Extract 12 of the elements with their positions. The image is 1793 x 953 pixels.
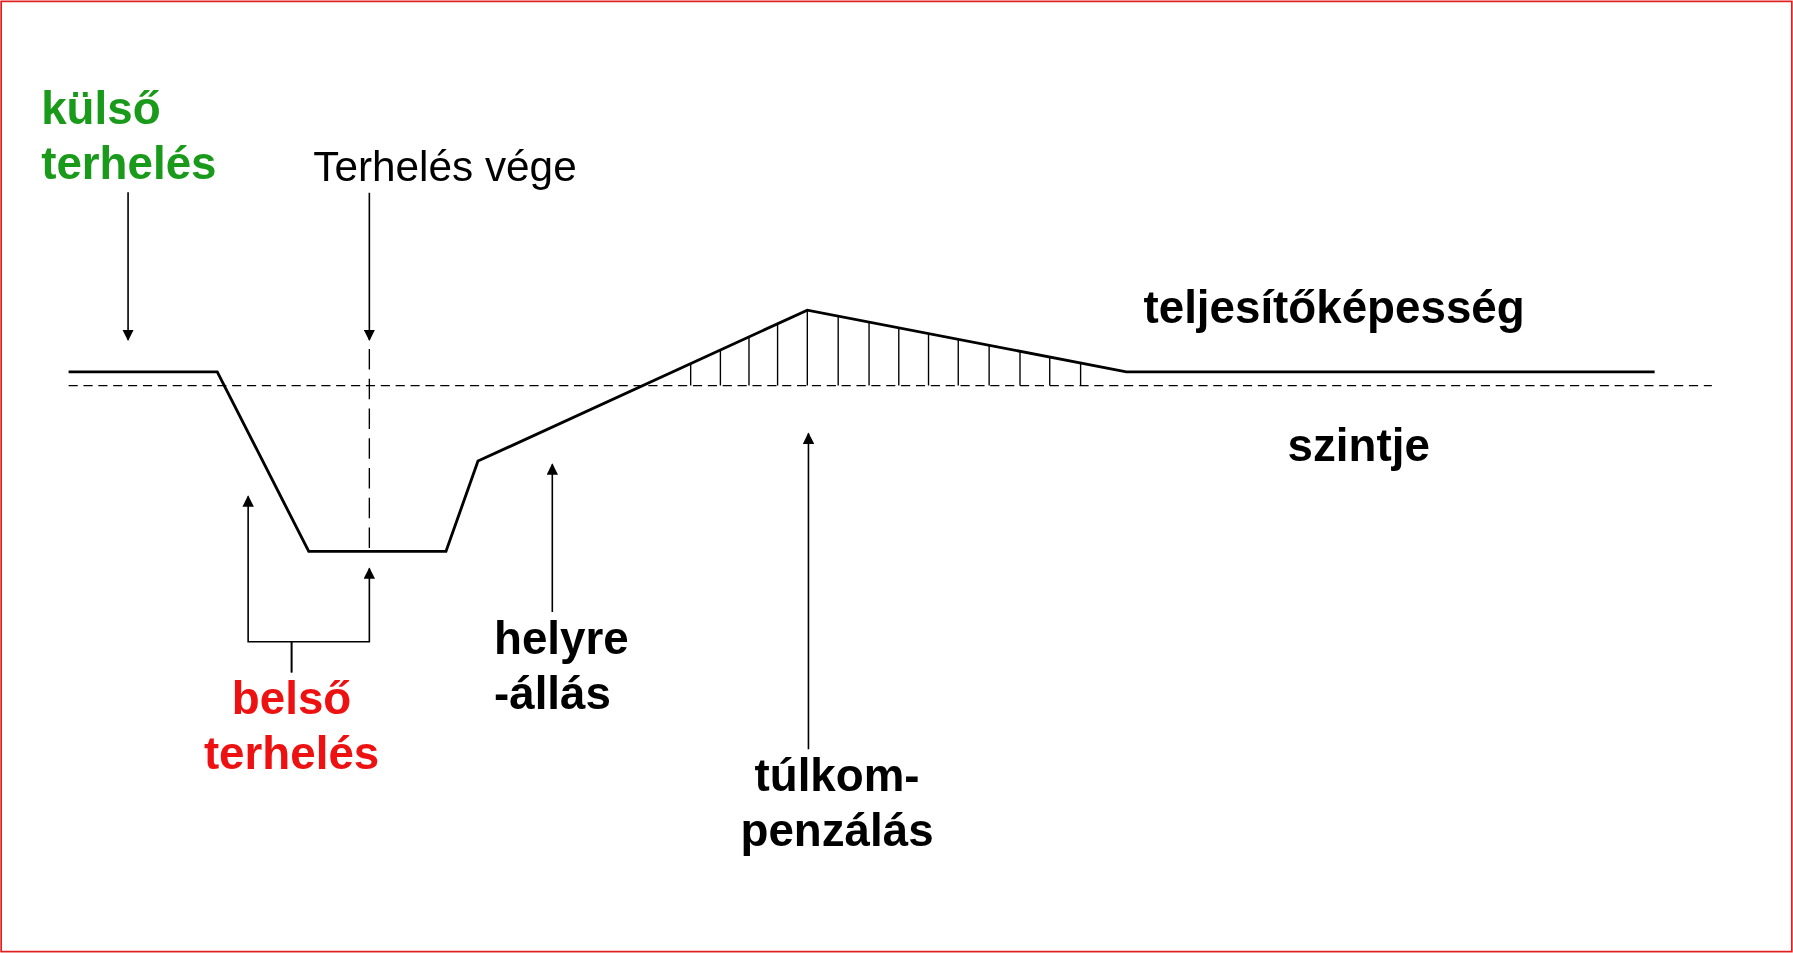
arrow <box>802 432 815 750</box>
annotation-label: belső terhelés <box>177 672 406 783</box>
annotation-label: helyre -állás <box>494 611 666 722</box>
annotation-label: külső terhelés <box>41 82 270 193</box>
arrow <box>363 192 376 341</box>
level-label: szintje <box>1287 418 1430 473</box>
arrow <box>122 191 134 341</box>
annotation-label: Terhelés vége <box>313 141 657 193</box>
annotation-label: túlkom- penzálás <box>711 749 963 859</box>
level-label: teljesítőképesség <box>1143 281 1525 336</box>
arrow <box>546 463 559 613</box>
arrow <box>290 567 376 674</box>
